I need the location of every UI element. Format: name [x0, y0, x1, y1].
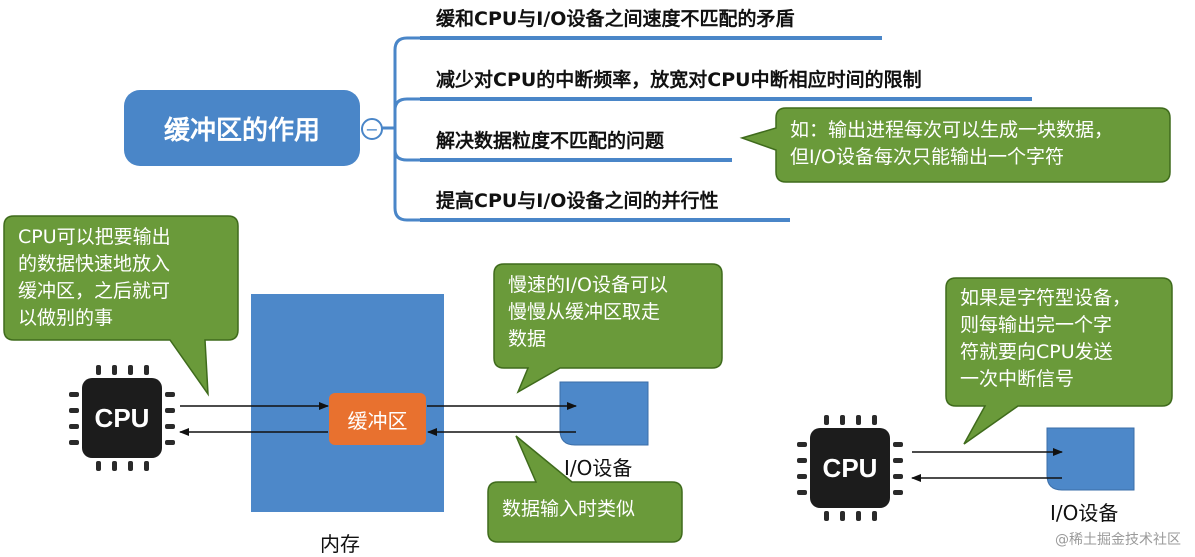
branch-connector-1 [393, 36, 422, 128]
io-note-line: 慢慢从缓冲区取走 [508, 301, 661, 323]
branch-label-4: 提高CPU与I/O设备之间的并行性 [436, 190, 719, 212]
chip-pin [797, 489, 807, 495]
chip-pin [871, 415, 877, 425]
char-device-note-line: 符就要向CPU发送 [960, 341, 1113, 363]
io-device-label: I/O设备 [564, 456, 633, 480]
chip-pin [143, 365, 149, 375]
example-note-text: 如：输出进程每次可以生成一块数据， 但I/O设备每次只能输出一个字符 [790, 117, 1113, 171]
char-device-note-bubble [945, 277, 1173, 445]
cpu-note-line: 的数据快速地放入 [18, 253, 171, 275]
branch-label-3: 解决数据粒度不匹配的问题 [436, 130, 665, 152]
memory-label: 内存 [320, 532, 360, 556]
chip-pin [165, 423, 175, 429]
char-device-note-line: 一次中断信号 [960, 368, 1075, 390]
cpu-note-bubble [3, 215, 239, 397]
cpu-note-line: CPU可以把要输出 [18, 226, 171, 248]
io-device-shape [559, 381, 649, 446]
io-note-line: 慢速的I/O设备可以 [508, 274, 668, 296]
cpu-chip-body [82, 378, 162, 458]
chip-pin [69, 407, 79, 413]
chip-pin [127, 365, 133, 375]
chip-pin [823, 511, 829, 521]
cpu-note-text: CPU可以把要输出 的数据快速地放入 缓冲区，之后就可 以做别的事 [18, 224, 171, 332]
example-note-line: 但I/O设备每次只能输出一个字符 [790, 146, 1064, 168]
chip-pin [95, 461, 101, 471]
watermark: @稀土掘金技术社区 [1055, 532, 1181, 548]
branch-connector-2 [393, 97, 422, 128]
chip-pin [839, 415, 845, 425]
branch-connector-4 [393, 128, 422, 222]
io-device-label-2: I/O设备 [1050, 501, 1119, 525]
cpu-label: CPU [94, 402, 150, 433]
io-device-shape-2 [1046, 427, 1135, 491]
chip-pin [797, 457, 807, 463]
chip-pin [893, 489, 903, 495]
io-note-text: 慢速的I/O设备可以 慢慢从缓冲区取走 数据 [508, 272, 668, 353]
branch-label-1: 缓和CPU与I/O设备之间速度不匹配的矛盾 [436, 8, 795, 30]
cpu-note-line: 缓冲区，之后就可 [18, 280, 171, 302]
chip-pin [165, 407, 175, 413]
chip-pin [69, 391, 79, 397]
chip-pin [855, 511, 861, 521]
chip-pin [111, 365, 117, 375]
cpu-chip-body [810, 428, 890, 508]
cpu-chip-icon: CPU [62, 358, 182, 478]
chip-pin [95, 365, 101, 375]
chip-pin [127, 461, 133, 471]
chip-pin [855, 415, 861, 425]
chip-pin [839, 511, 845, 521]
example-note-line: 如：输出进程每次可以生成一块数据， [790, 119, 1114, 141]
chip-pin [69, 439, 79, 445]
chip-pin [871, 511, 877, 521]
root-node: 缓冲区的作用 [124, 90, 360, 166]
input-note-bubble [487, 435, 683, 543]
char-device-note-text: 如果是字符型设备， 则每输出完一个字 符就要向CPU发送 一次中断信号 [960, 285, 1131, 393]
io-note-bubble [493, 263, 723, 394]
char-device-note-line: 如果是字符型设备， [960, 287, 1132, 309]
collapse-button[interactable]: − [361, 118, 383, 140]
chip-pin [893, 473, 903, 479]
buffer-block: 缓冲区 [329, 393, 426, 445]
chip-pin [143, 461, 149, 471]
example-note-bubble [739, 107, 1171, 183]
chip-pin [111, 461, 117, 471]
chip-pin [893, 441, 903, 447]
cpu-chip-icon-2: CPU [790, 408, 910, 528]
chip-pin [823, 415, 829, 425]
chip-pin [797, 473, 807, 479]
input-note-text: 数据输入时类似 [502, 498, 636, 520]
chip-pin [69, 423, 79, 429]
chip-pin [797, 441, 807, 447]
chip-pin [165, 439, 175, 445]
io-note-line: 数据 [508, 328, 547, 350]
branch-label-2: 减少对CPU的中断频率，放宽对CPU中断相应时间的限制 [436, 69, 922, 91]
chip-pin [165, 391, 175, 397]
chip-pin [893, 457, 903, 463]
cpu-label-2: CPU [822, 452, 878, 483]
char-device-note-line: 则每输出完一个字 [960, 314, 1113, 336]
cpu-note-line: 以做别的事 [18, 307, 114, 329]
